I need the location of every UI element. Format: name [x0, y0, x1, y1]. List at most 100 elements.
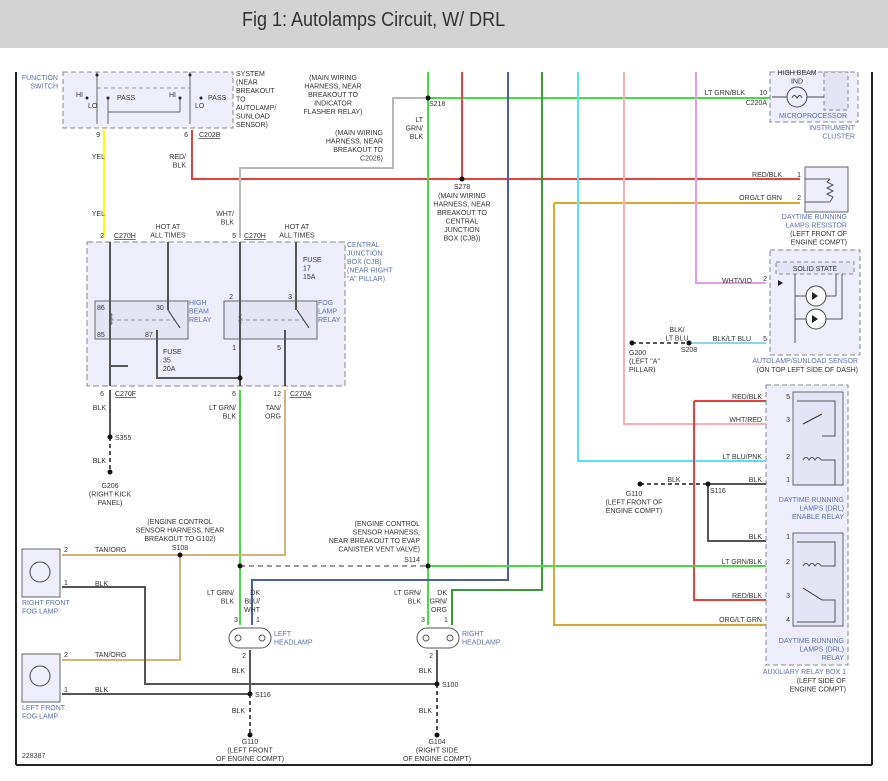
ground-g110-lower-label-line-0: G110 — [242, 739, 259, 746]
note-main-indicator-line-2: BREAKOUT TO — [308, 92, 358, 99]
label-yel-1: YEL — [92, 154, 105, 161]
note-ecs-evap-line-3: CANISTER VENT VALVE) — [338, 547, 420, 554]
splice-s278 — [459, 176, 465, 182]
drl-enable-relay-label-line-2: ENABLE RELAY — [792, 514, 844, 521]
ground-g110-upper-label-line-0: G110 — [626, 491, 643, 498]
wire-red-blk-drl-vert — [693, 401, 766, 601]
label-wht-red: WHT/RED — [729, 417, 762, 424]
label-org-lt-grn-drl: ORG/LT GRN — [719, 617, 762, 624]
splice-s116-lower-label: S116 — [255, 692, 271, 699]
label-dk-grn-org-rh-line-0: DK — [437, 590, 447, 597]
label-red-blk-enable: RED/BLK — [732, 394, 762, 401]
pin-3-rh: 3 — [421, 617, 425, 624]
label-red-blk-resistor: RED/BLK — [752, 172, 782, 179]
note-ecs-evap-line-2: NEAR BREAKOUT TO EVAP — [329, 538, 421, 545]
drl-relay-label-line-0: DAYTIME RUNNING — [779, 638, 844, 645]
pin-12-c270a: 12 — [273, 391, 281, 398]
pin-2-resistor: 2 — [797, 195, 801, 202]
instrument-cluster-label-line-0: INSTRUMENT — [809, 125, 856, 132]
fuse35-line-0: FUSE — [163, 349, 182, 356]
solid-state-label: SOLID STATE — [793, 266, 838, 273]
label-blk-cjb: BLK — [93, 405, 107, 412]
autolamp-sensor-location: (ON TOP LEFT SIDE OF DASH) — [757, 367, 858, 374]
auxiliary-relay-box — [765, 384, 849, 666]
connector-c270h-1: C270H — [114, 233, 136, 240]
ground-g206-label-line-1: (RIGHT KICK — [89, 492, 132, 499]
label-org-lt-grn-resistor: ORG/LT GRN — [739, 195, 782, 202]
splice-s208 — [686, 340, 692, 346]
note-main-cjb-line-1: HARNESS, NEAR — [433, 202, 490, 209]
pin-1-fog: 1 — [232, 345, 236, 352]
switch-note-line-3: TO — [236, 97, 246, 104]
pin-2-lh: 2 — [242, 653, 246, 660]
label-dk-grn-org-rh-line-1: GRN/ — [430, 599, 448, 606]
drl-resistor-location-line-1: ENGINE COMPT) — [791, 240, 847, 247]
label-dk-blu-wht-lh-line-0: DK — [250, 590, 260, 597]
contact-hi-2: HI — [169, 92, 176, 99]
pin-5-enable: 5 — [786, 394, 790, 401]
high-beam-relay-label-line-1: BEAM — [189, 309, 209, 316]
splice-s278-label: S278 — [454, 184, 470, 191]
pin-2-rf-fog: 2 — [64, 547, 68, 554]
drl-enable-relay-label-line-1: LAMPS (DRL) — [800, 506, 844, 513]
cjb-label-line-0: CENTRAL — [347, 242, 380, 249]
switch-note-line-0: SYSTEM — [236, 71, 265, 78]
right-front-fog-label-line-0: RIGHT FRONT — [22, 600, 70, 607]
pin-2-lf-fog: 2 — [64, 652, 68, 659]
autolamp-sensor — [769, 249, 861, 356]
label-dk-blu-wht-lh-line-1: BLU/ — [244, 599, 260, 606]
drl-resistor-location-line-0: (LEFT FRONT OF — [790, 231, 847, 238]
pin-2-fog: 2 — [229, 294, 233, 301]
high-beam-relay-label-line-0: HIGH — [189, 300, 207, 307]
connector-c220a: C220A — [746, 100, 768, 107]
splice-s355-label: S355 — [115, 435, 131, 442]
high-beam-ind-line-0: HIGH BEAM — [777, 70, 816, 77]
label-lt-grn-blk-cluster: LT GRN/BLK — [705, 90, 746, 97]
splice-s114-label: S114 — [404, 557, 420, 564]
note-main-cjb-line-5: BOX (CJB)) — [444, 236, 481, 243]
label-tan-org-cjb-line-1: ORG — [265, 414, 281, 421]
wire-cjb-87 — [156, 330, 240, 379]
ground-g200-label-line-1: (LEFT "A" — [629, 359, 660, 366]
label-blk-lh: BLK — [232, 668, 246, 675]
pin-6-c270f: 6 — [100, 391, 104, 398]
label-dk-blu-wht-lh-line-2: WHT — [244, 607, 261, 614]
ground-g110-upper-label-line-1: (LEFT FRONT OF — [606, 500, 663, 507]
fuse35-line-1: 35 — [163, 358, 171, 365]
autolamp-sensor-label: AUTOLAMP/SUNLOAD SENSOR — [752, 358, 858, 365]
note-ecs-g102-line-2: BREAKOUT TO G102) — [144, 536, 215, 543]
label-blk-g110-lower: BLK — [232, 708, 246, 715]
pin-86: 86 — [97, 305, 105, 312]
pin-5-c270h: 5 — [232, 233, 236, 240]
wire-lt-blu-pnk — [577, 72, 766, 462]
wire-tan-org-s108 — [62, 555, 181, 661]
pin-9: 9 — [96, 132, 100, 139]
function-switch-label-line-1: SWITCH — [30, 84, 58, 91]
fuse17-line-1: 17 — [303, 266, 311, 273]
pin-2-drl: 2 — [786, 559, 790, 566]
ground-g200 — [629, 340, 635, 346]
splice-s116-upper — [705, 481, 711, 487]
cjb-label-line-3: (NEAR RIGHT — [347, 268, 393, 275]
left-front-fog-lamp — [21, 653, 61, 703]
hot-at-all-times-2-line-0: HOT AT — [285, 224, 310, 231]
connector-c270a: C270A — [290, 391, 312, 398]
switch-note-line-2: BREAKOUT — [236, 88, 275, 95]
ground-g110-upper — [637, 481, 643, 487]
note-main-c2026-line-1: HARNESS, NEAR — [326, 139, 383, 146]
switch-note-line-1: (NEAR — [236, 80, 258, 87]
splice-s108 — [177, 552, 183, 558]
cjb-label-line-2: BOX (CJB) — [347, 259, 382, 266]
pin-10: 10 — [759, 90, 767, 97]
pin-5-sensor: 5 — [763, 336, 767, 343]
wire-blk-rf-fog — [62, 586, 437, 685]
label-lt-grn-blk-cjb-line-0: LT GRN/ — [209, 405, 236, 412]
label-lt-grn-blk-vert-line-2: BLK — [410, 134, 424, 141]
ground-g110-upper-label-line-2: ENGINE COMPT) — [606, 508, 662, 515]
label-red-blk-line-1: BLK — [173, 163, 187, 170]
label-blk-lt-blu: BLK/LT BLU — [713, 336, 751, 343]
ground-g200-label-line-2: PILLAR) — [629, 367, 655, 374]
label-blk-lt-blu-left-line-0: BLK/ — [669, 327, 684, 334]
drl-relay-label-line-1: LAMPS (DRL) — [800, 647, 844, 654]
